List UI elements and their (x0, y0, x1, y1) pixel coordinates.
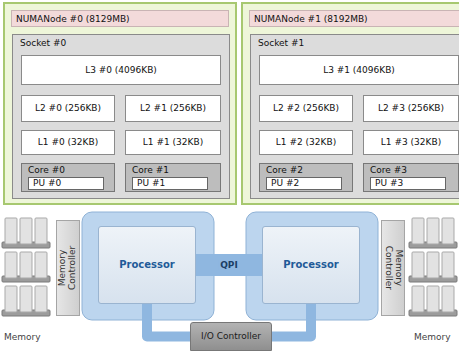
memory-label: Memory (414, 332, 451, 342)
qpi-link (196, 254, 262, 276)
memory-module (35, 286, 47, 312)
processor-box: Processor (98, 226, 196, 304)
node-label: Core #3 (370, 165, 452, 175)
node-label: Processor (283, 259, 339, 271)
link-label: QPI (218, 260, 240, 270)
l1-cache: L1 #0 (32KB) (21, 130, 115, 155)
l2-cache: L2 #3 (256KB) (363, 95, 459, 122)
socket-box: Socket #1 L3 #1 (4096KB) L2 #2 (256KB) L2 #… (250, 34, 459, 199)
node-label: Core #1 (132, 165, 214, 175)
pu-box: PU #2 (266, 177, 342, 190)
node-label: Core #2 (266, 165, 346, 175)
l3-cache: L3 #1 (4096KB) (259, 55, 459, 85)
node-label: Memory Controller (383, 237, 403, 299)
memory-module (442, 252, 454, 278)
memory-module (20, 218, 32, 244)
memory-module (427, 218, 439, 244)
memory-module (442, 218, 454, 244)
io-controller: I/O Controller (190, 322, 272, 351)
memory-module (427, 252, 439, 278)
l1-cache: L1 #2 (32KB) (259, 130, 353, 155)
memory-module (5, 252, 17, 278)
node-label: L1 #3 (32KB) (381, 137, 441, 147)
node-label: NUMANode #1 (8192MB) (249, 10, 459, 27)
core-box: Core #1 PU #1 (125, 163, 221, 192)
memory-module (412, 252, 424, 278)
memory-module (20, 286, 32, 312)
node-label: Processor (119, 259, 175, 271)
node-label: Socket #1 (258, 38, 459, 48)
node-label: NUMANode #0 (8129MB) (11, 10, 229, 27)
node-label: L2 #1 (256KB) (140, 103, 206, 113)
node-label: L2 #3 (256KB) (378, 103, 444, 113)
node-label: L1 #1 (32KB) (143, 137, 203, 147)
node-label: PU #0 (33, 178, 61, 188)
node-label: Memory Controller (58, 237, 78, 299)
node-label: Socket #0 (20, 38, 222, 48)
l1-cache: L1 #1 (32KB) (125, 130, 221, 155)
memory-module (5, 286, 17, 312)
l2-cache: L2 #1 (256KB) (125, 95, 221, 122)
memory-label: Memory (4, 332, 41, 342)
memory-module (35, 218, 47, 244)
node-label: L2 #0 (256KB) (35, 103, 101, 113)
node-label: L3 #0 (4096KB) (85, 65, 157, 75)
l2-cache: L2 #0 (256KB) (21, 95, 115, 122)
node-label: I/O Controller (201, 332, 261, 342)
memory-modules (2, 218, 457, 316)
core-box: Core #3 PU #3 (363, 163, 459, 192)
pu-box: PU #3 (370, 177, 446, 190)
core-box: Core #0 PU #0 (21, 163, 115, 192)
node-label: L1 #0 (32KB) (38, 137, 98, 147)
pu-box: PU #0 (28, 177, 104, 190)
processor-box: Processor (262, 226, 360, 304)
processor-halo (246, 212, 378, 320)
core-box: Core #2 PU #2 (259, 163, 353, 192)
node-label: L1 #2 (32KB) (276, 137, 336, 147)
node-label: PU #1 (137, 178, 165, 188)
node-label: PU #2 (271, 178, 299, 188)
io-link (147, 304, 190, 337)
memory-controller: Memory Controller (381, 220, 405, 316)
memory-module (442, 286, 454, 312)
node-label: PU #3 (375, 178, 403, 188)
node-label: L2 #2 (256KB) (273, 103, 339, 113)
numa-node: NUMANode #0 (8129MB) Socket #0 L3 #0 (4096… (3, 2, 237, 205)
memory-module (20, 252, 32, 278)
numa-node: NUMANode #1 (8192MB) Socket #1 L3 #1 (4096… (241, 2, 459, 205)
socket-box: Socket #0 L3 #0 (4096KB) L2 #0 (256KB) L2 #… (12, 34, 230, 199)
memory-module (5, 218, 17, 244)
l3-cache: L3 #0 (4096KB) (21, 55, 221, 85)
memory-module (35, 252, 47, 278)
memory-controller: Memory Controller (56, 220, 80, 316)
l2-cache: L2 #2 (256KB) (259, 95, 353, 122)
memory-module (412, 286, 424, 312)
processor-halo (82, 212, 214, 320)
node-label: Core #0 (28, 165, 108, 175)
node-label: L3 #1 (4096KB) (323, 65, 395, 75)
memory-module (427, 286, 439, 312)
memory-module (412, 218, 424, 244)
pu-box: PU #1 (132, 177, 208, 190)
l1-cache: L1 #3 (32KB) (363, 130, 459, 155)
io-link (272, 304, 311, 337)
